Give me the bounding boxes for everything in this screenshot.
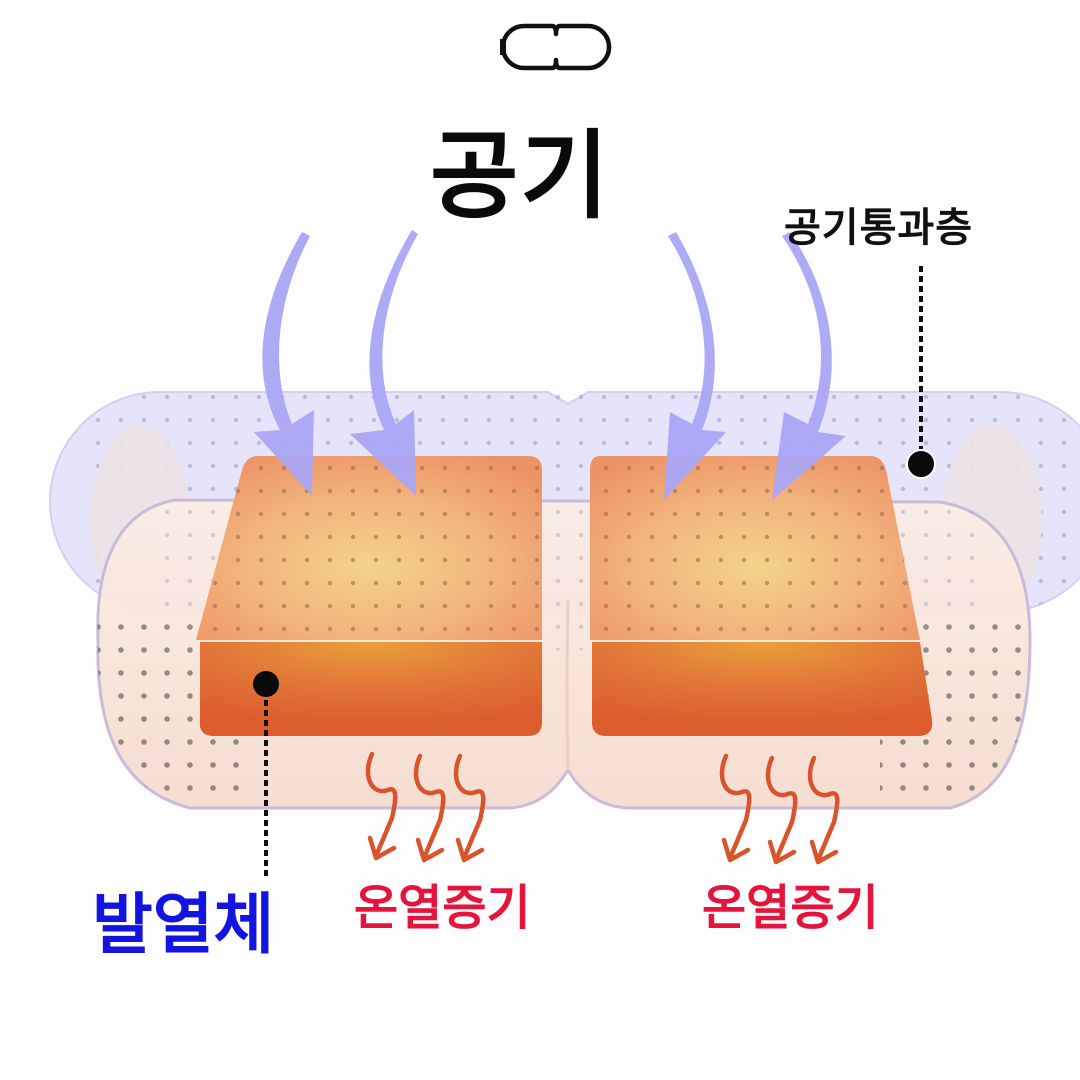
heating-element-label: 발열체 bbox=[92, 886, 275, 963]
heating-element-right bbox=[590, 456, 933, 736]
wavy-down-arrow-icon bbox=[719, 753, 752, 863]
wavy-down-arrow-icon bbox=[765, 755, 798, 865]
wavy-down-arrow-icon bbox=[453, 753, 486, 863]
curved-down-arrow-icon bbox=[664, 232, 726, 500]
warm-steam-label-left: 온열증기 bbox=[354, 880, 531, 936]
air-permeable-layer-label: 공기통과층 bbox=[784, 204, 973, 251]
wavy-down-arrow-icon bbox=[413, 753, 446, 863]
warm-steam-label-right: 온열증기 bbox=[702, 880, 879, 936]
callout-dot-icon bbox=[906, 449, 936, 479]
air-flow-arrows bbox=[254, 230, 846, 500]
callout-air-layer bbox=[906, 266, 936, 479]
curved-down-arrow-icon bbox=[254, 232, 314, 496]
callout-heating-element bbox=[253, 671, 279, 880]
curved-down-arrow-icon bbox=[350, 230, 418, 496]
wavy-down-arrow-icon bbox=[807, 755, 840, 865]
eye-mask-outline-icon bbox=[500, 23, 612, 71]
steam-arrows-left bbox=[365, 751, 486, 863]
callout-dot-icon bbox=[253, 671, 279, 697]
wavy-down-arrow-icon bbox=[365, 751, 398, 861]
heating-element-left bbox=[196, 456, 542, 736]
steam-arrows-right bbox=[719, 753, 840, 865]
curved-down-arrow-icon bbox=[772, 232, 846, 500]
diagram-title: 공기 bbox=[430, 119, 611, 232]
